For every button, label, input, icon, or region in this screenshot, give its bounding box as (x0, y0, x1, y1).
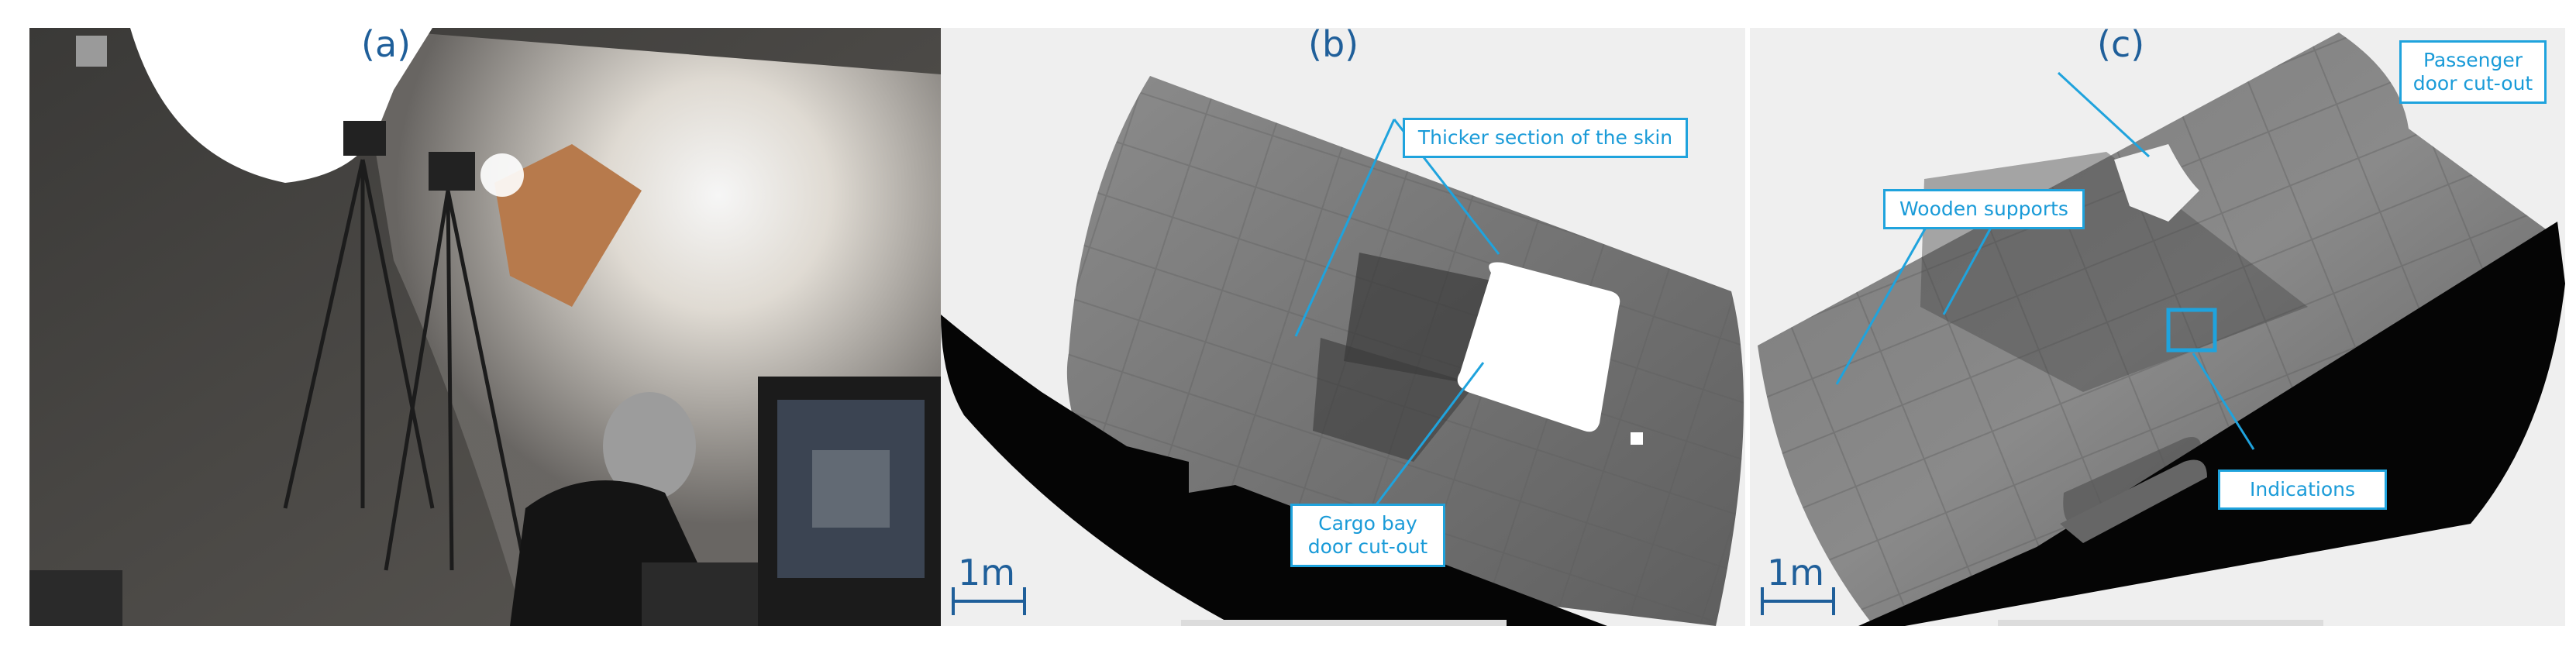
capture-setup-photo (29, 28, 941, 626)
callout-wooden-supports: Wooden supports (1883, 189, 2085, 229)
operator-head (603, 392, 696, 500)
panel-divider (1745, 28, 1750, 626)
skin-edge-shadow (941, 315, 1607, 626)
panel-label-b: (b) (1308, 23, 1359, 65)
radiograph-panel-c (1750, 28, 2565, 626)
callout-indications: Indications (2218, 470, 2387, 510)
callout-passenger-door: Passenger door cut-out (2399, 40, 2547, 104)
indications-box (2166, 308, 2217, 353)
passenger-door-cutout (2114, 144, 2199, 222)
cargo-door-cutout (1457, 262, 1620, 432)
laptop (642, 562, 758, 626)
panel-label-a: (a) (361, 23, 412, 65)
scale-bar-c (1761, 587, 1835, 615)
callout-cargo-bay: Cargo bay door cut-out (1290, 504, 1445, 567)
wooden-support-photo (494, 144, 642, 307)
scale-label-b: 1m (958, 552, 1016, 593)
panel-label-c: (c) (2097, 23, 2145, 65)
fuselage-radiograph-b (941, 76, 1744, 626)
skin-edge-shadow (1858, 222, 2565, 626)
photo-panel-a (29, 28, 941, 626)
scale-label-c: 1m (1767, 552, 1825, 593)
scale-bar-b (952, 587, 1026, 615)
callout-thicker-section: Thicker section of the skin (1403, 118, 1688, 158)
fuselage-radiograph-c (1758, 33, 2565, 626)
callout-leaders-c (1835, 71, 2255, 450)
